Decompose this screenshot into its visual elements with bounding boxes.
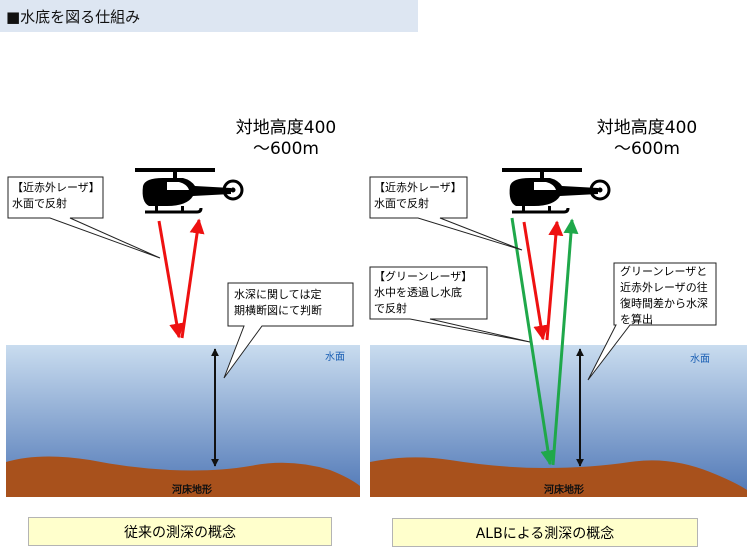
altitude-label-left: 対地高度400 ～600m — [235, 118, 337, 159]
helicopter-icon-left — [133, 166, 244, 214]
title-bar: ■水底を図る仕組み — [0, 0, 418, 32]
green-callout-text: 【グリーンレーザ】 水中を透過し水底 で反射 — [374, 270, 473, 315]
nir-laser-down-right — [522, 221, 549, 341]
riverbed-label-left: 河床地形 — [172, 485, 212, 496]
nir-callout-box-left — [7, 176, 161, 259]
page-title: ■水底を図る仕組み — [6, 7, 141, 26]
altitude-label-right: 対地高度400 ～600m — [596, 118, 698, 159]
riverbed-right — [370, 457, 747, 497]
green-laser-up — [551, 218, 579, 466]
depth-callout-text-left: 水深に関しては定 期横断図にて判断 — [234, 288, 322, 317]
nir-callout-text-left: 【近赤外レーザ】 水面で反射 — [12, 181, 100, 210]
water-surface-label-right: 水面 — [690, 354, 710, 365]
nir-laser-up-right — [545, 220, 564, 341]
riverbed-left — [6, 456, 360, 497]
helicopter-icon-right — [500, 166, 611, 214]
riverbed-label-right: 河床地形 — [544, 485, 584, 496]
nir-callout-text-right: 【近赤外レーザ】 水面で反射 — [374, 181, 462, 210]
water-surface-label-left: 水面 — [325, 352, 345, 363]
calc-callout-text: グリーンレーザと 近赤外レーザの往 復時間差から水深 を算出 — [620, 265, 708, 326]
green-callout-box — [369, 266, 531, 343]
nir-laser-down-left — [157, 220, 185, 339]
nir-callout-box-right — [369, 176, 523, 251]
caption-left: 従来の測深の概念 — [28, 517, 332, 546]
depth-callout-box-left — [223, 282, 354, 379]
green-laser-down — [510, 217, 556, 466]
caption-right: ALBによる測深の概念 — [392, 518, 698, 547]
nir-laser-up-left — [180, 218, 205, 339]
calc-callout-box — [587, 262, 717, 381]
